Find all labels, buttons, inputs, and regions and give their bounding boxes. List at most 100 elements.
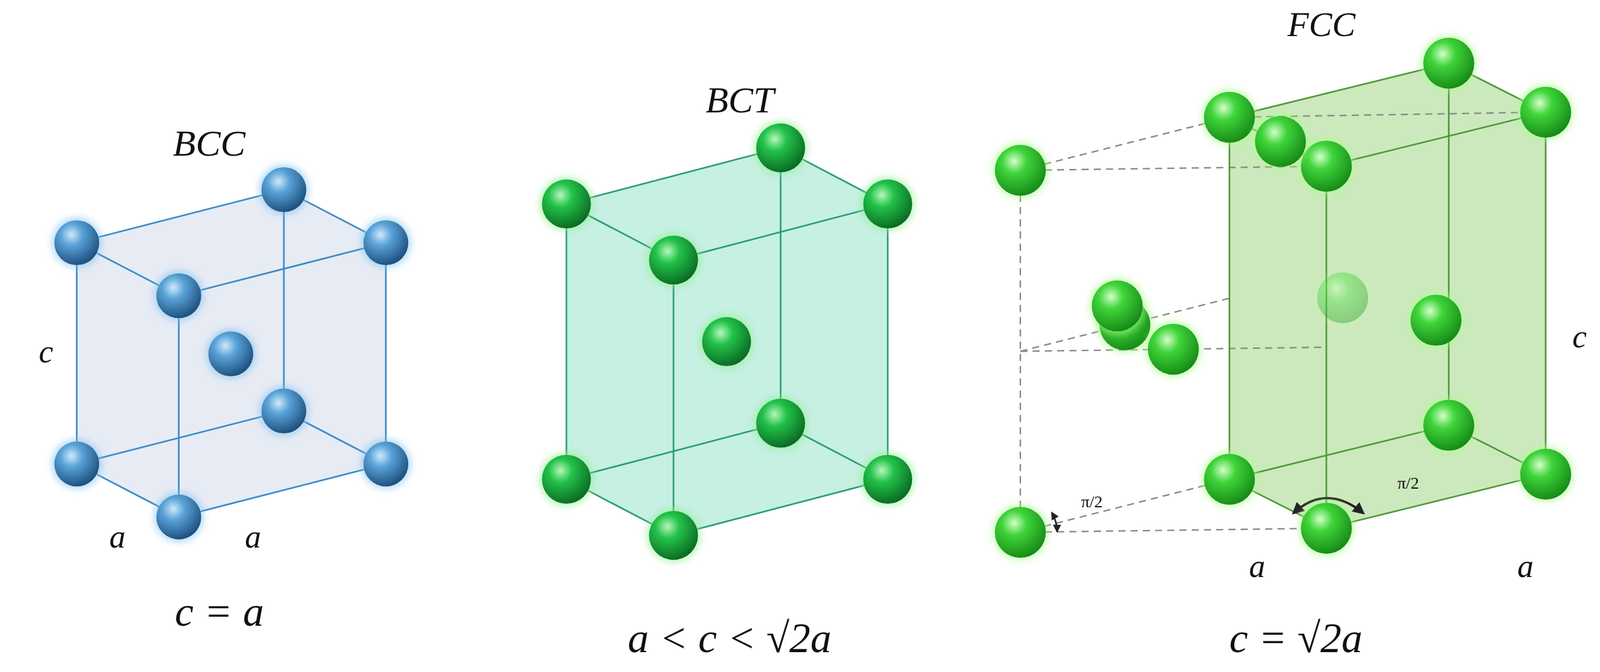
angle-label: π/2 bbox=[1397, 475, 1420, 492]
cell-edge bbox=[1325, 166, 1328, 529]
atom bbox=[1423, 37, 1475, 89]
atom-glow bbox=[860, 452, 916, 508]
atom bbox=[1300, 502, 1352, 554]
fcc-dashed-edge bbox=[1020, 479, 1230, 533]
ratio-formula: c = √2a bbox=[1229, 617, 1363, 660]
atom-glow bbox=[258, 164, 310, 216]
cell-edge bbox=[672, 260, 675, 536]
atom-glow bbox=[153, 270, 205, 322]
atom bbox=[648, 235, 698, 285]
atom bbox=[756, 123, 806, 172]
atom bbox=[261, 388, 307, 434]
atom bbox=[541, 179, 591, 229]
cell-edge bbox=[283, 190, 286, 412]
ratio-formula: c = a bbox=[174, 591, 264, 634]
cell-edge bbox=[384, 242, 387, 465]
atom bbox=[156, 273, 202, 319]
atom bbox=[54, 441, 100, 488]
atom-glow bbox=[360, 217, 412, 269]
atom-glow bbox=[645, 508, 702, 564]
atom bbox=[1520, 86, 1572, 138]
atom bbox=[1091, 280, 1144, 332]
cell-edge bbox=[1228, 117, 1231, 480]
atom bbox=[1203, 91, 1255, 144]
cell-edge bbox=[178, 464, 386, 518]
atom-glow bbox=[991, 503, 1049, 561]
atom bbox=[208, 331, 254, 377]
cell-face bbox=[1229, 63, 1546, 529]
atom bbox=[1520, 448, 1572, 500]
cell-edge bbox=[76, 190, 284, 243]
cell-face bbox=[76, 190, 387, 518]
atom-glow bbox=[1200, 88, 1258, 147]
atom bbox=[54, 220, 100, 266]
dimension-label: a bbox=[244, 520, 261, 554]
cell-edge bbox=[1229, 63, 1450, 118]
atom-glow bbox=[538, 452, 595, 508]
cell-edge bbox=[566, 423, 781, 480]
atom-glow bbox=[1420, 34, 1478, 92]
atom-glow bbox=[1517, 445, 1575, 503]
atom-glow bbox=[1517, 83, 1575, 141]
atom bbox=[648, 511, 698, 560]
atom bbox=[1410, 294, 1462, 346]
cell-edge bbox=[1326, 474, 1546, 529]
cell-edge bbox=[1544, 112, 1547, 475]
atom-glow bbox=[51, 217, 103, 269]
atom-glow bbox=[51, 438, 103, 490]
dimension-label: a bbox=[1248, 550, 1266, 583]
atom-glow bbox=[1088, 277, 1147, 335]
dimension-label: a bbox=[109, 520, 126, 554]
angle-label: π/2 bbox=[1081, 493, 1103, 511]
atom-glow bbox=[360, 438, 412, 490]
atom bbox=[863, 179, 913, 229]
fcc-dashed-edge bbox=[1020, 117, 1230, 171]
cell-edge bbox=[75, 242, 78, 465]
atom bbox=[541, 455, 591, 504]
atom bbox=[995, 144, 1047, 197]
cell-edge bbox=[1447, 63, 1450, 426]
cell-edge bbox=[1326, 112, 1546, 167]
atom-glow bbox=[1251, 113, 1309, 171]
atom bbox=[1317, 272, 1369, 324]
atom-glow bbox=[699, 314, 755, 370]
dimension-label: a bbox=[1517, 550, 1534, 583]
atom bbox=[1203, 453, 1255, 506]
cell-edge bbox=[177, 295, 180, 518]
atom-glow bbox=[1144, 321, 1202, 379]
dimension-label: c bbox=[1572, 320, 1587, 353]
atom-glow bbox=[752, 395, 809, 451]
atom bbox=[702, 317, 751, 367]
atom bbox=[863, 455, 913, 504]
atom-glow bbox=[1314, 269, 1372, 327]
atom bbox=[1254, 116, 1306, 168]
structure-title: FCC bbox=[1287, 7, 1356, 43]
cell-edge bbox=[565, 203, 568, 480]
atom bbox=[156, 494, 202, 540]
atom-glow bbox=[538, 176, 595, 232]
atom-glow bbox=[1200, 450, 1258, 509]
atom bbox=[1423, 399, 1475, 451]
atom-glow bbox=[153, 491, 205, 543]
cell-edge bbox=[566, 147, 781, 204]
atom-glow bbox=[991, 141, 1049, 200]
atom bbox=[995, 506, 1047, 558]
cell-edge bbox=[886, 203, 889, 480]
atom bbox=[261, 167, 307, 213]
atom-glow bbox=[1420, 396, 1478, 454]
structure-title: BCT bbox=[705, 81, 775, 119]
ratio-formula: a < c < √2a bbox=[627, 617, 832, 660]
atom bbox=[363, 441, 409, 488]
atom-glow bbox=[645, 232, 702, 289]
cell-face bbox=[566, 147, 888, 536]
atom bbox=[1300, 140, 1352, 192]
structure-title: BCC bbox=[173, 124, 246, 162]
atom bbox=[1147, 324, 1199, 376]
atom bbox=[363, 220, 409, 266]
dimension-label: c bbox=[38, 335, 53, 368]
cell-edge bbox=[779, 147, 782, 424]
atom-glow bbox=[752, 120, 809, 176]
atom bbox=[756, 398, 806, 448]
